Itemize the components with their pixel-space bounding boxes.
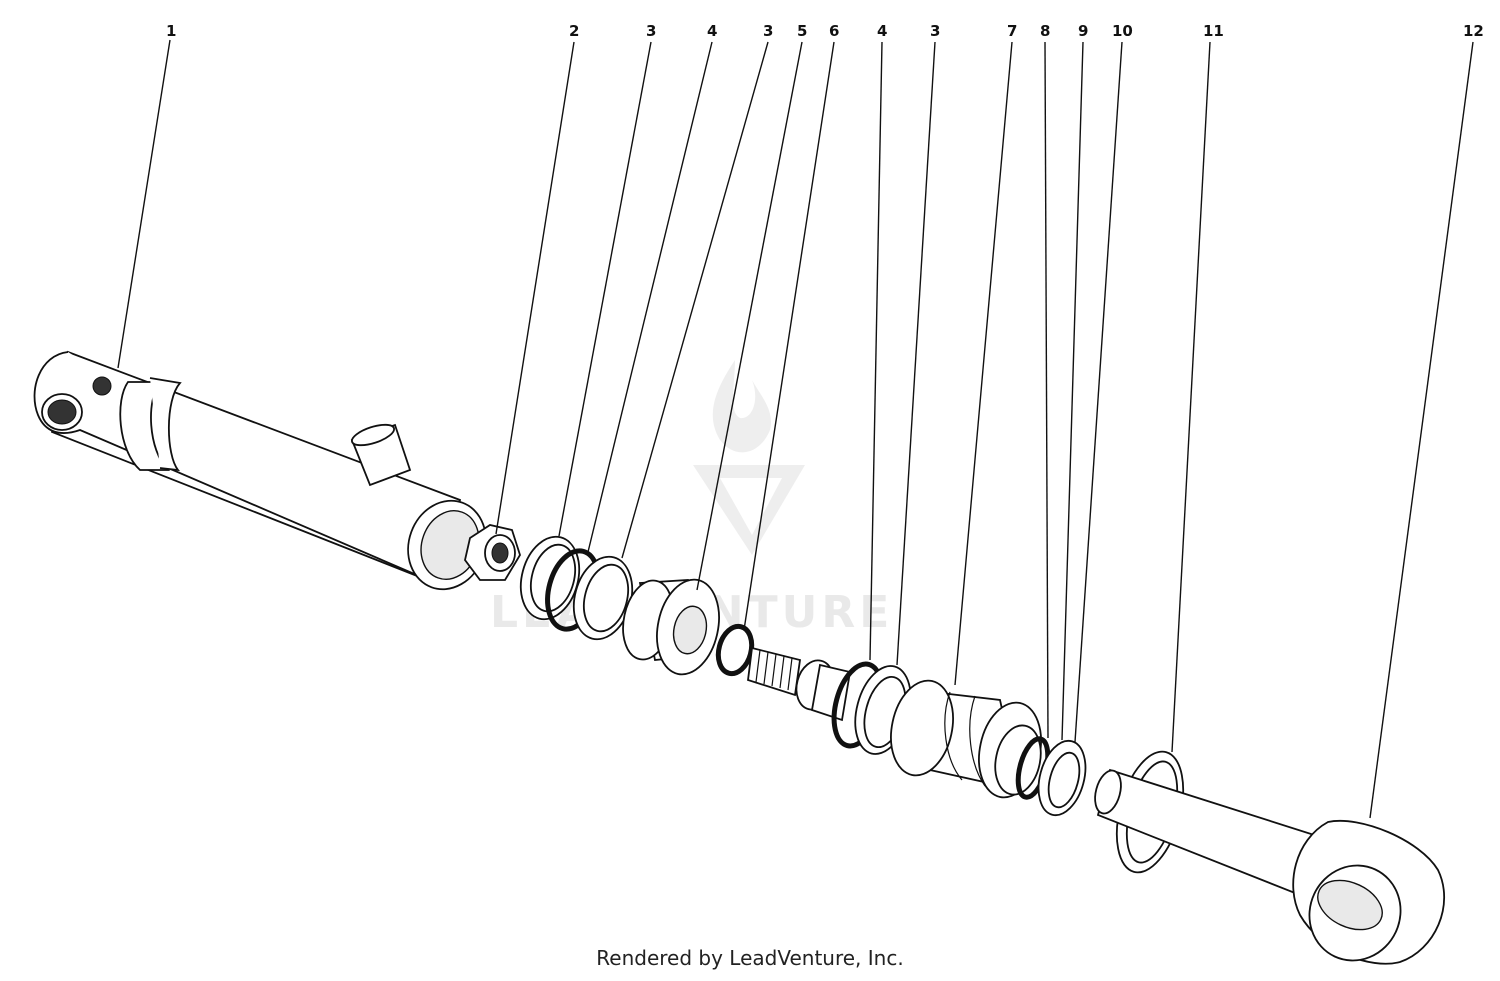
callout-label: 4 [707,22,717,40]
callout-label: 3 [646,22,656,40]
part-9-backup-ring [1037,739,1087,817]
callout-label: 8 [1040,22,1050,40]
part-7-piston [890,679,1042,799]
callout-label: 4 [877,22,887,40]
v-logo-icon [693,465,805,555]
callout-label: 7 [1007,22,1017,40]
callout-label: 1 [166,22,176,40]
part-2-nut [464,524,521,581]
callout-label: 2 [569,22,579,40]
callout-label: 12 [1463,22,1484,40]
callout-label: 9 [1078,22,1088,40]
callout-label: 3 [763,22,773,40]
callout-label: 10 [1112,22,1133,40]
callout-label: 5 [797,22,807,40]
callout-labels: 1 2 3 4 3 5 6 4 3 7 8 9 10 11 12 [166,22,1484,40]
callout-label: 6 [829,22,839,40]
piston-rod-threaded-end [747,646,852,722]
callout-label: 11 [1203,22,1224,40]
part-5-gland [622,578,720,676]
callout-label: 3 [930,22,940,40]
rendered-by-credit: Rendered by LeadVenture, Inc. [596,946,904,970]
leader-lines [117,39,1474,819]
flame-logo-icon [712,360,771,453]
part-1-cylinder-barrel [33,350,487,591]
part-3-ring-second [572,555,634,641]
part-12-piston-rod-eye [1094,768,1446,965]
